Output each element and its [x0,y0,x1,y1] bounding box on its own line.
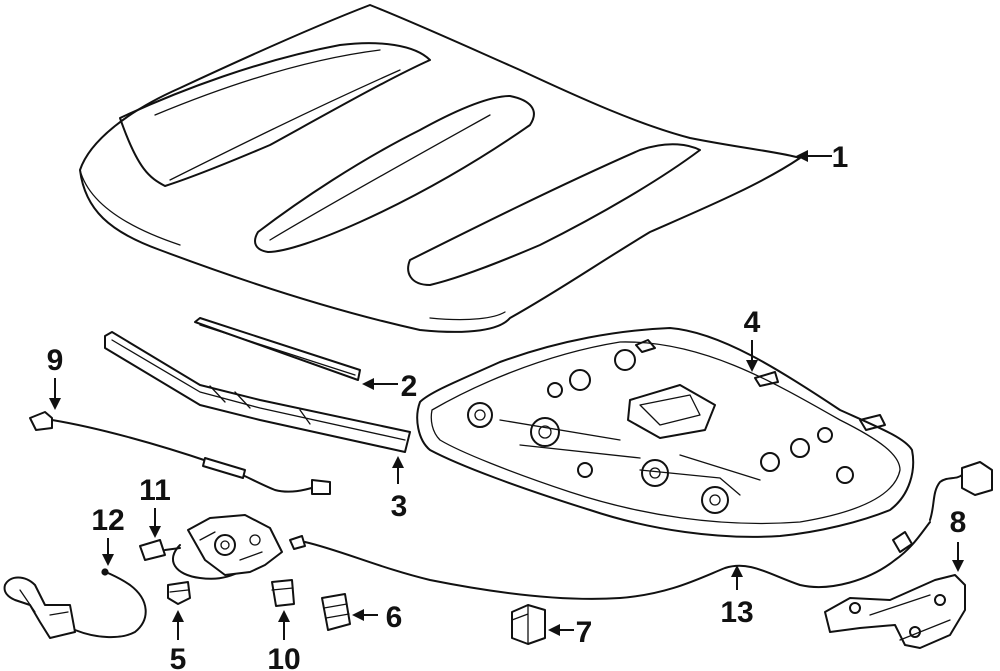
hood-seal [194,317,361,381]
callout-3: 3 [391,456,408,523]
callout-label-5: 5 [170,643,187,671]
latch-connector [139,539,181,561]
release-cable-upper [29,411,331,495]
callout-7: 7 [548,616,592,649]
callout-13: 13 [720,565,754,629]
callout-label-12: 12 [91,504,124,537]
callout-8: 8 [950,506,967,572]
callout-4: 4 [744,306,761,372]
callout-label-3: 3 [391,490,408,523]
release-handle [3,568,147,639]
cowl-seal-strip [104,331,411,453]
callout-label-6: 6 [386,601,403,634]
bumper-10 [271,579,295,607]
callout-5: 5 [170,610,187,671]
hood-hinge [824,574,966,649]
callout-label-8: 8 [950,506,967,539]
callout-label-4: 4 [744,306,761,339]
callout-11: 11 [139,474,171,538]
bumper-6 [321,593,351,631]
callout-9: 9 [47,344,64,410]
callout-1: 1 [796,141,848,174]
callout-label-9: 9 [47,344,64,377]
callout-12: 12 [91,504,125,566]
callout-label-2: 2 [401,370,418,403]
callout-label-7: 7 [576,616,593,649]
callout-2: 2 [362,370,417,403]
clip-7 [511,604,546,645]
callout-label-10: 10 [267,643,300,671]
callout-label-13: 13 [720,596,753,629]
hood-inner-panel [416,327,915,538]
bumper-5 [167,581,191,605]
callout-10: 10 [267,610,301,671]
callout-label-1: 1 [832,141,849,174]
hood-panel [79,4,801,333]
hood-latch [171,514,283,580]
release-cable-long [289,461,993,600]
callout-label-11: 11 [139,474,171,507]
callout-6: 6 [352,601,402,634]
